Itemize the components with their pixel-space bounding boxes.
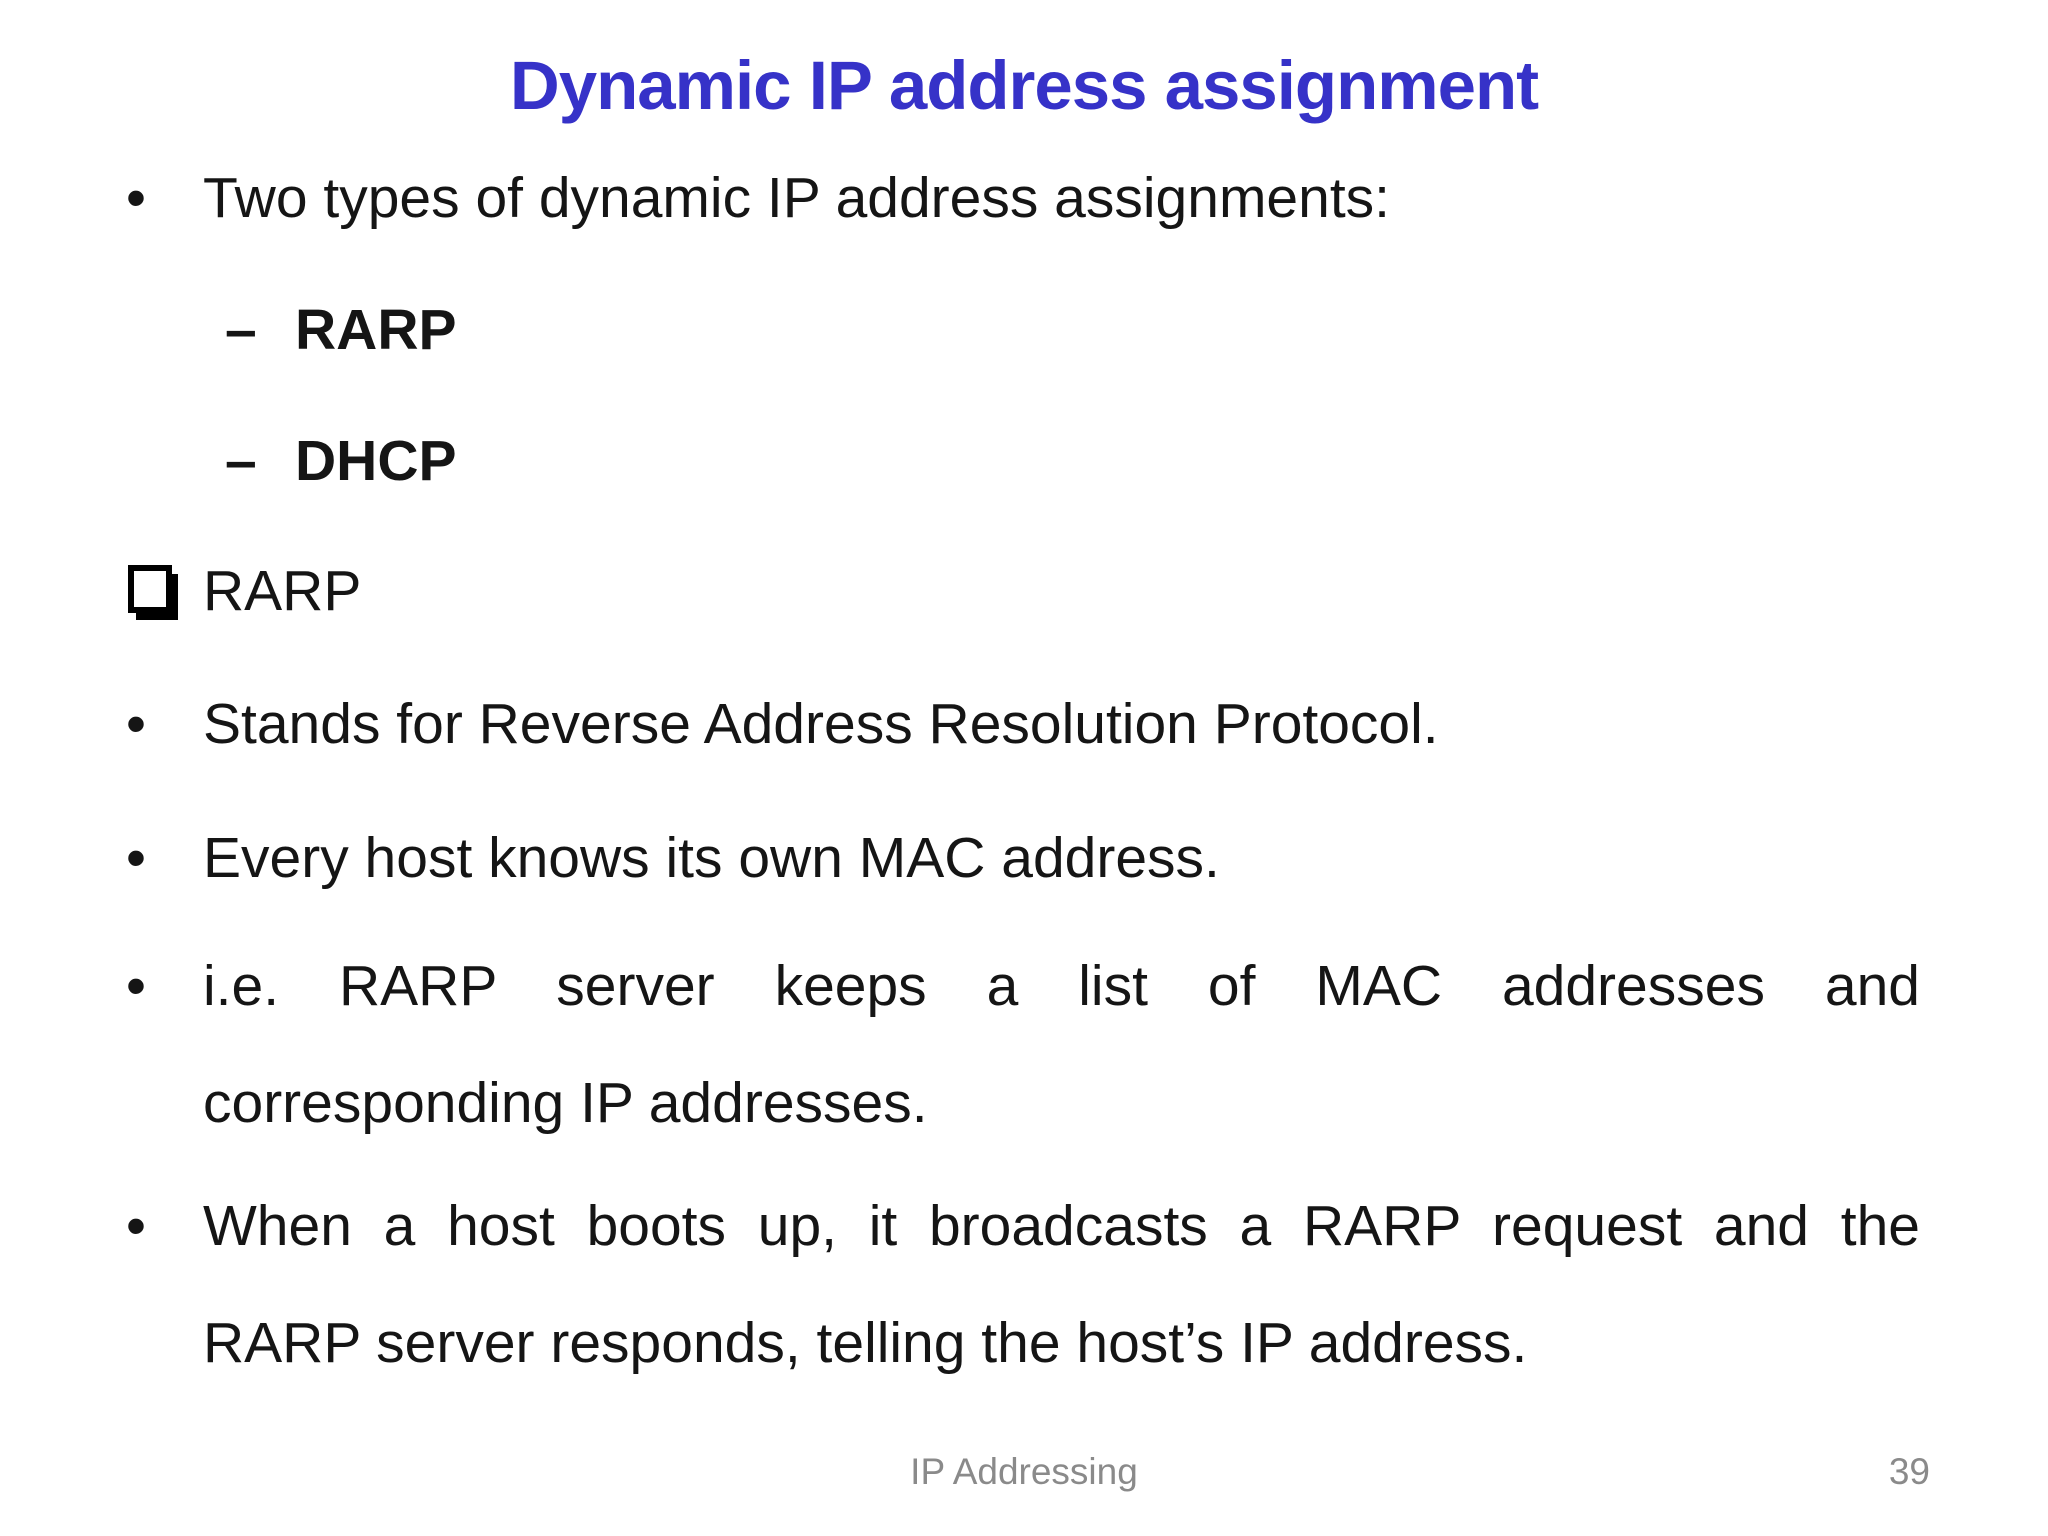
bullet-dot-icon: • bbox=[126, 166, 146, 230]
bullet-text: Two types of dynamic IP address assignme… bbox=[203, 166, 1391, 230]
slide-title: Dynamic IP address assignment bbox=[509, 47, 1539, 124]
page-number: 39 bbox=[1888, 1451, 1930, 1492]
bullet-dot-icon: • bbox=[126, 826, 146, 890]
bullet-text-justified: When a host boots up, it broadcasts a RA… bbox=[203, 1194, 1920, 1258]
dash-bullet-icon: – bbox=[225, 429, 257, 493]
bullet-text: RARP server responds, telling the host’s… bbox=[203, 1311, 1528, 1375]
bullet-text: Stands for Reverse Address Resolution Pr… bbox=[203, 692, 1439, 756]
bullet-dot-icon: • bbox=[126, 954, 146, 1018]
bullet-dot-icon: • bbox=[126, 692, 146, 756]
bullet-text: corresponding IP addresses. bbox=[203, 1071, 928, 1135]
bullet-text: Every host knows its own MAC address. bbox=[203, 826, 1220, 890]
shadowed-square-bullet-icon bbox=[128, 565, 172, 613]
footer-title: IP Addressing bbox=[910, 1451, 1138, 1492]
bullet-text-justified: i.e. RARP server keeps a list of MAC add… bbox=[203, 954, 1920, 1018]
sub-bullet-text: DHCP bbox=[295, 429, 457, 493]
dash-bullet-icon: – bbox=[225, 298, 257, 362]
section-label: RARP bbox=[203, 559, 362, 623]
sub-bullet-text: RARP bbox=[295, 298, 457, 362]
bullet-dot-icon: • bbox=[126, 1194, 146, 1258]
